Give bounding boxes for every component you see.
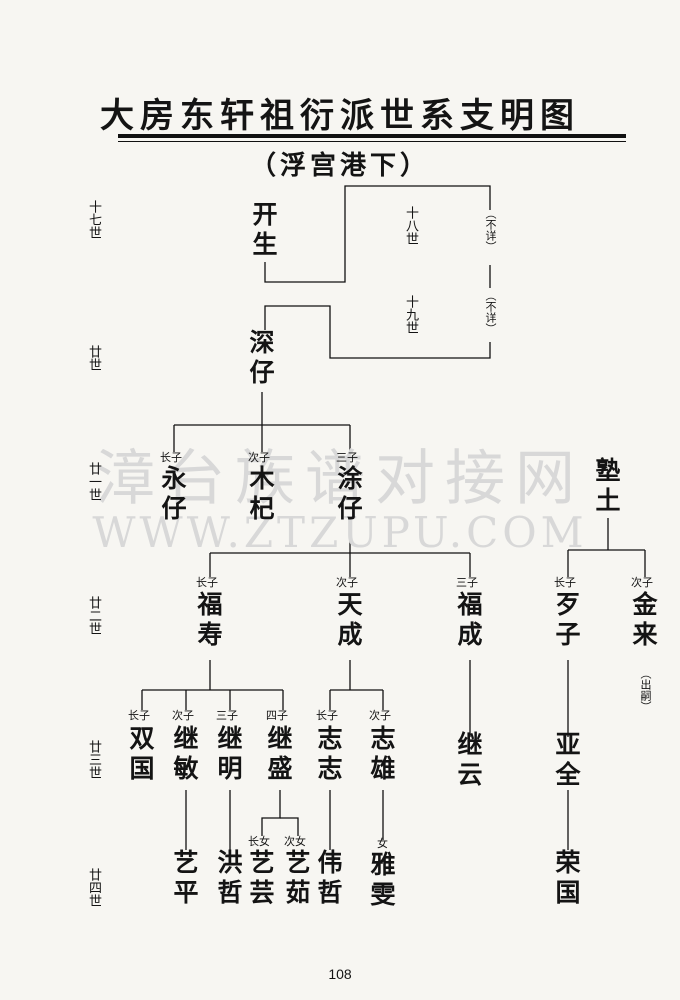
person-jisheng: 继盛 xyxy=(267,724,293,783)
person-shitu: 塾土 xyxy=(595,456,621,515)
person-hongzhe: 洪哲 xyxy=(217,848,243,907)
page-title: 大房东轩祖衍派世系支明图 xyxy=(100,96,580,136)
rank-jimin: 次子 xyxy=(172,709,194,722)
person-weizhe: 伟哲 xyxy=(317,848,343,907)
rank-muqi: 次子 xyxy=(248,451,270,464)
rank-tuzai: 三子 xyxy=(336,451,358,464)
person-jinlai: 金来 xyxy=(632,590,658,649)
note-adopted-out: （出嗣） xyxy=(639,668,652,712)
gen-20: 廿世 xyxy=(86,345,101,371)
rank-zhixiong: 次子 xyxy=(369,709,391,722)
person-zhixiong: 志雄 xyxy=(370,724,396,783)
rank-yawen: 女 xyxy=(377,837,388,850)
note-unknown-19: （不详） xyxy=(484,290,497,334)
rank-daizi: 长子 xyxy=(554,576,576,589)
rank-yongzai: 长子 xyxy=(160,451,182,464)
person-tuzai: 涂仔 xyxy=(337,464,363,523)
person-kaisheng: 开生 xyxy=(252,200,278,259)
title-rule-thin xyxy=(118,141,626,142)
person-yawen: 雅雯 xyxy=(370,850,396,909)
gen-22: 廿二世 xyxy=(86,596,101,635)
person-jiming: 继明 xyxy=(217,724,243,783)
rank-fushou: 长子 xyxy=(196,576,218,589)
gen-23: 廿三世 xyxy=(86,740,101,779)
person-jimin: 继敏 xyxy=(173,724,199,783)
person-fucheng: 福成 xyxy=(457,590,483,649)
person-muqi: 木杞 xyxy=(249,464,275,523)
line-to-shenzai xyxy=(264,305,491,359)
person-zhizhi: 志志 xyxy=(317,724,343,783)
rank-jiming: 三子 xyxy=(216,709,238,722)
person-shuangguo: 双国 xyxy=(129,724,155,783)
gen-24: 廿四世 xyxy=(86,868,101,907)
person-yaquan: 亚全 xyxy=(555,730,581,789)
rank-zhizhi: 长子 xyxy=(316,709,338,722)
person-shenzai: 深仔 xyxy=(249,328,275,387)
person-daizi: 歹子 xyxy=(555,590,581,649)
person-yiping: 艺平 xyxy=(173,848,199,907)
rank-yiru: 次女 xyxy=(284,835,306,848)
person-yiru: 艺茹 xyxy=(285,848,311,907)
watermark-url: WWW.ZTZUPU.COM xyxy=(92,508,588,557)
rank-jisheng: 四子 xyxy=(266,709,288,722)
gen-21: 廿一世 xyxy=(86,462,101,501)
rank-shuangguo: 长子 xyxy=(128,709,150,722)
person-jiyun: 继云 xyxy=(457,730,483,789)
page-number: 108 xyxy=(328,966,352,982)
person-tiancheng: 天成 xyxy=(337,590,363,649)
rank-fucheng: 三子 xyxy=(456,576,478,589)
watermark: 漳台族谱对接网 xyxy=(95,444,585,514)
page-subtitle: （浮宫港下） xyxy=(249,151,430,181)
rank-jinlai: 次子 xyxy=(631,576,653,589)
rank-tiancheng: 次子 xyxy=(336,576,358,589)
title-rule xyxy=(118,134,626,138)
note-unknown-18: （不详） xyxy=(484,208,497,252)
person-yongzai: 永仔 xyxy=(161,464,187,523)
gen-17: 十七世 xyxy=(86,200,101,239)
gen-19: 十九世 xyxy=(403,295,418,334)
person-fushou: 福寿 xyxy=(197,590,223,649)
person-rongguo: 荣国 xyxy=(555,848,581,907)
gen-18: 十八世 xyxy=(403,206,418,245)
rank-yiyun: 长女 xyxy=(248,835,270,848)
person-yiyun: 艺芸 xyxy=(249,848,275,907)
line-kaisheng xyxy=(264,185,491,283)
